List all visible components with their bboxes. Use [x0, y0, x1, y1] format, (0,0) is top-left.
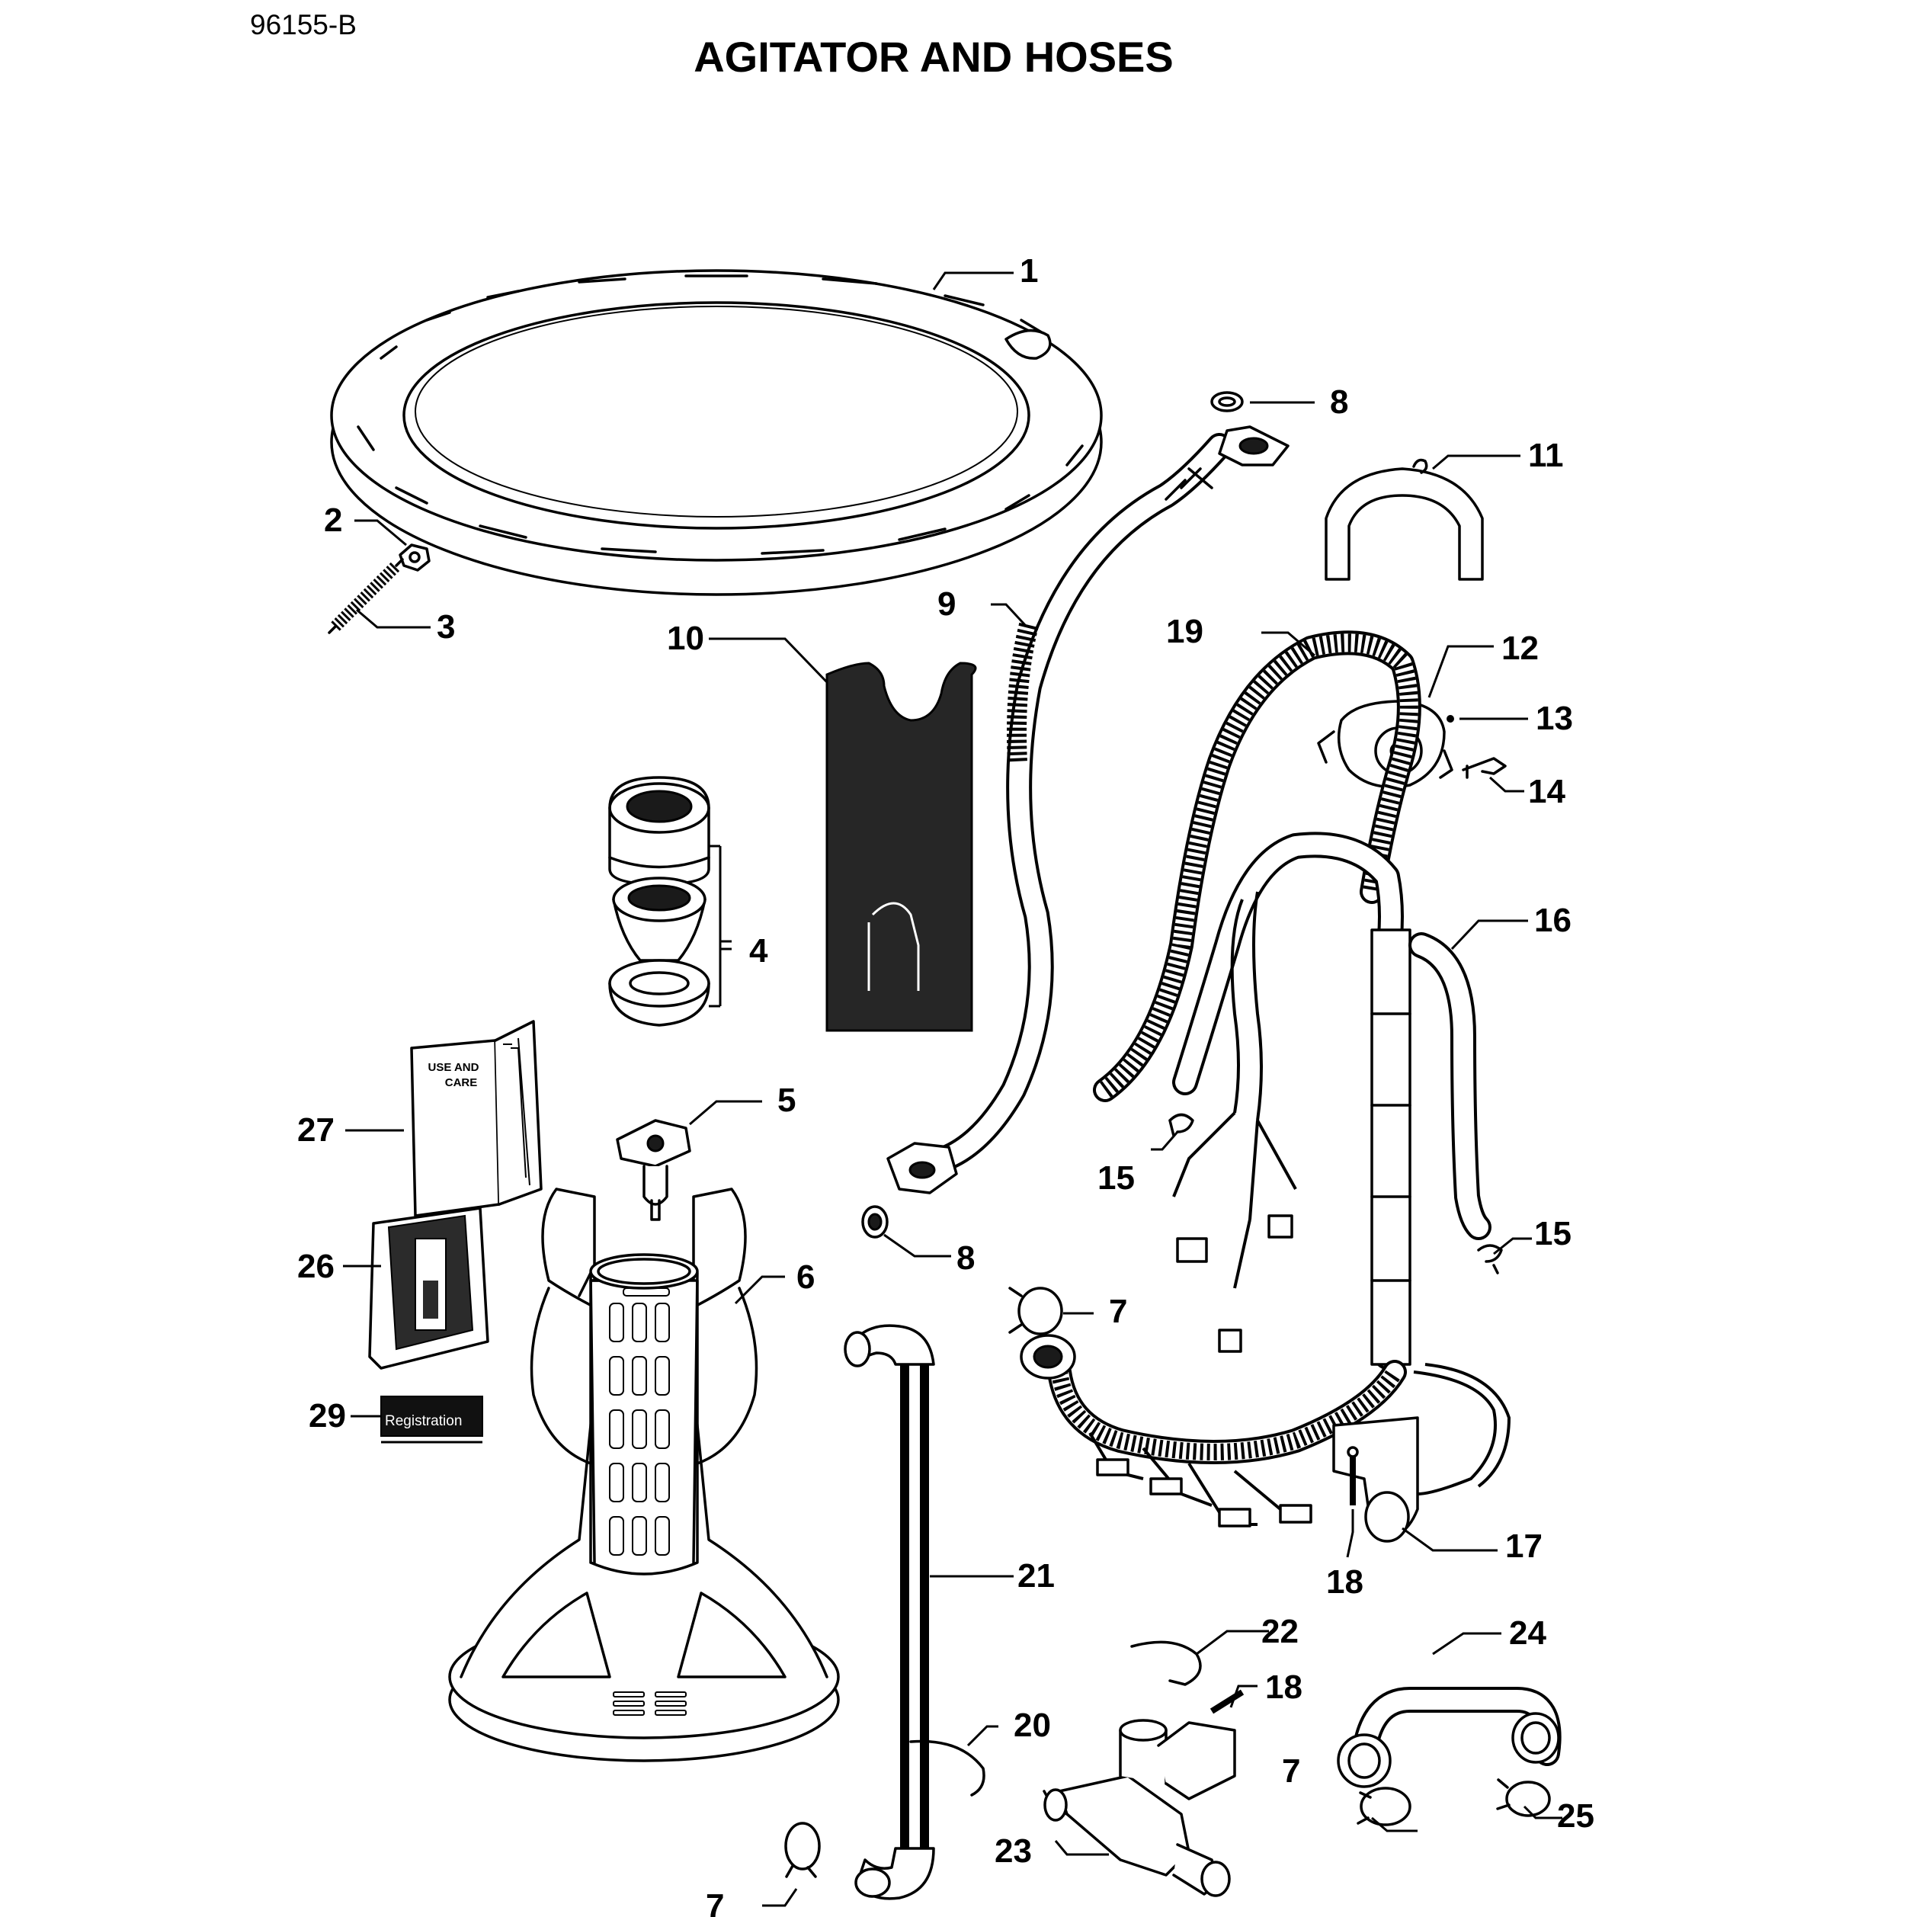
part-19-drain-hose	[1093, 630, 1421, 1102]
callout-27: 27	[297, 1111, 335, 1149]
callout-20: 20	[1014, 1707, 1051, 1744]
part-15-clamp-lower	[1477, 1244, 1503, 1274]
part-6-agitator	[448, 1188, 840, 1762]
part-3-spring	[328, 558, 404, 634]
callout-10: 10	[667, 620, 704, 657]
callout-18-lower: 18	[1265, 1669, 1302, 1706]
part-18-screw-lower	[1210, 1689, 1245, 1714]
part-26-literature-packet	[368, 1207, 489, 1370]
callout-25: 25	[1557, 1797, 1594, 1835]
booklet-title-line2: CARE	[445, 1076, 478, 1089]
part-14-clip	[1462, 757, 1507, 779]
callout-8-upper: 8	[1330, 383, 1348, 421]
callout-8-lower: 8	[956, 1239, 975, 1277]
callout-7-upper: 7	[1109, 1293, 1127, 1330]
part-25-clamp	[1496, 1778, 1551, 1817]
callout-15-right: 15	[1534, 1215, 1572, 1252]
part-27-use-and-care-booklet: USE AND CARE	[410, 1020, 543, 1217]
registration-card-text: Registration	[385, 1413, 462, 1429]
part-10-cover	[825, 662, 977, 1032]
document-id: 96155-B	[250, 9, 357, 40]
part-22-clamp	[1130, 1640, 1202, 1686]
callout-3: 3	[437, 608, 455, 646]
part-9-fill-hose	[886, 425, 1290, 1194]
callout-1: 1	[1020, 252, 1038, 290]
part-8-washer-upper	[1210, 391, 1244, 412]
callout-17: 17	[1505, 1528, 1543, 1565]
leader-lines	[343, 271, 1562, 1907]
part-15-clamp-upper	[1168, 1113, 1194, 1137]
part-23-valve	[1043, 1719, 1236, 1897]
part-5-adapter	[616, 1119, 691, 1221]
callout-29: 29	[309, 1397, 346, 1435]
part-2-nut	[399, 543, 431, 572]
part-29-registration-card: Registration	[380, 1396, 483, 1444]
callout-16: 16	[1534, 902, 1572, 939]
callout-14: 14	[1528, 773, 1565, 810]
booklet-title-line1: USE AND	[428, 1061, 479, 1074]
part-8-washer-lower	[861, 1205, 889, 1239]
callout-24: 24	[1509, 1614, 1546, 1652]
part-11-hose-guide	[1325, 458, 1484, 581]
part-13-screw	[1447, 715, 1454, 723]
callout-22: 22	[1261, 1613, 1299, 1650]
part-7-clamp-lower-left	[784, 1822, 821, 1878]
callout-7-lower-right: 7	[1282, 1752, 1300, 1790]
callout-13: 13	[1536, 700, 1573, 737]
callout-19: 19	[1166, 613, 1203, 650]
part-7-clamp-lower-right	[1357, 1787, 1411, 1826]
callout-12: 12	[1501, 630, 1539, 667]
part-18-screw-upper	[1347, 1446, 1359, 1505]
callout-4: 4	[749, 932, 768, 970]
callout-26: 26	[297, 1248, 335, 1285]
part-21-hose	[844, 1324, 935, 1900]
part-16-hose-assembly	[1172, 832, 1491, 1370]
part-7-clamp-upper	[1008, 1287, 1063, 1335]
part-1-tub-ring	[330, 269, 1103, 596]
callout-15-left: 15	[1097, 1159, 1135, 1197]
callout-2: 2	[324, 502, 342, 539]
part-17-drain-assembly	[1020, 1334, 1511, 1543]
part-4-agitator-cam	[608, 776, 710, 1027]
callout-labels: 1 2 3 4 5 6 7 7 7 8 8 9 10 11 12 13 14 1…	[297, 252, 1594, 1917]
callout-7-lower-left: 7	[706, 1887, 724, 1917]
callout-9: 9	[937, 585, 956, 623]
callout-6: 6	[796, 1258, 815, 1296]
callout-21: 21	[1017, 1557, 1055, 1595]
diagram-title: AGITATOR AND HOSES	[694, 33, 1174, 81]
part-20-clamp	[909, 1739, 985, 1797]
part-24-u-hose	[1337, 1687, 1562, 1788]
callout-23: 23	[995, 1832, 1032, 1870]
callout-11: 11	[1528, 437, 1564, 474]
callout-18-upper: 18	[1326, 1563, 1363, 1601]
callout-5: 5	[777, 1082, 796, 1119]
